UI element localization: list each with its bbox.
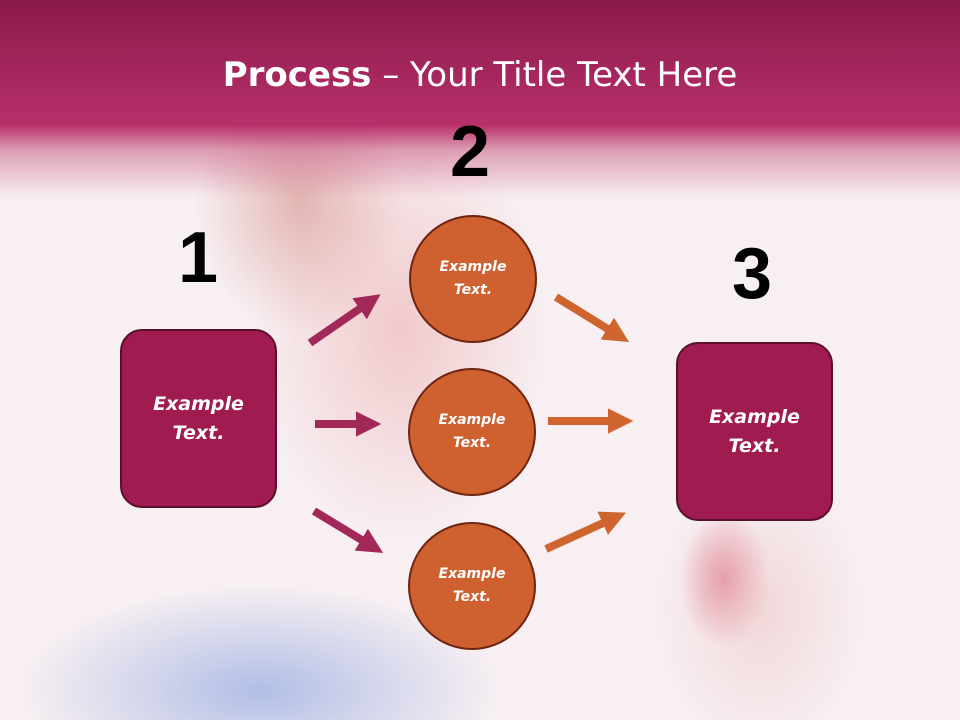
arrow-circle-3-to-box	[544, 511, 626, 553]
arrow-box-to-circle-1	[307, 294, 381, 347]
right-box-line2: Text.	[728, 434, 781, 457]
header-band	[0, 0, 960, 200]
title-bold: Process	[222, 55, 372, 95]
process-circle-2: Example Text.	[408, 368, 536, 496]
circle-1-line1: Example	[439, 259, 507, 275]
circle-2-line1: Example	[438, 412, 506, 428]
left-process-box: Example Text.	[120, 329, 277, 508]
step-number-1: 1	[178, 218, 219, 298]
left-box-line1: Example	[153, 392, 244, 415]
process-circle-3: Example Text.	[408, 522, 536, 650]
title-rest: – Your Title Text Here	[371, 55, 738, 95]
circle-3-line2: Text.	[452, 589, 492, 605]
step-number-2: 2	[450, 112, 491, 192]
step-number-3: 3	[732, 234, 773, 314]
right-box-line1: Example	[709, 405, 800, 428]
right-process-box: Example Text.	[676, 342, 833, 521]
slide-title: Process – Your Title Text Here	[0, 55, 960, 95]
arrow-box-to-circle-3	[311, 507, 384, 553]
left-box-line2: Text.	[172, 421, 225, 444]
arrow-circle-1-to-box	[553, 293, 630, 343]
circle-3-line1: Example	[438, 566, 506, 582]
process-circle-1: Example Text.	[409, 215, 537, 343]
circle-1-line2: Text.	[453, 282, 493, 298]
circle-2-line2: Text.	[452, 435, 492, 451]
